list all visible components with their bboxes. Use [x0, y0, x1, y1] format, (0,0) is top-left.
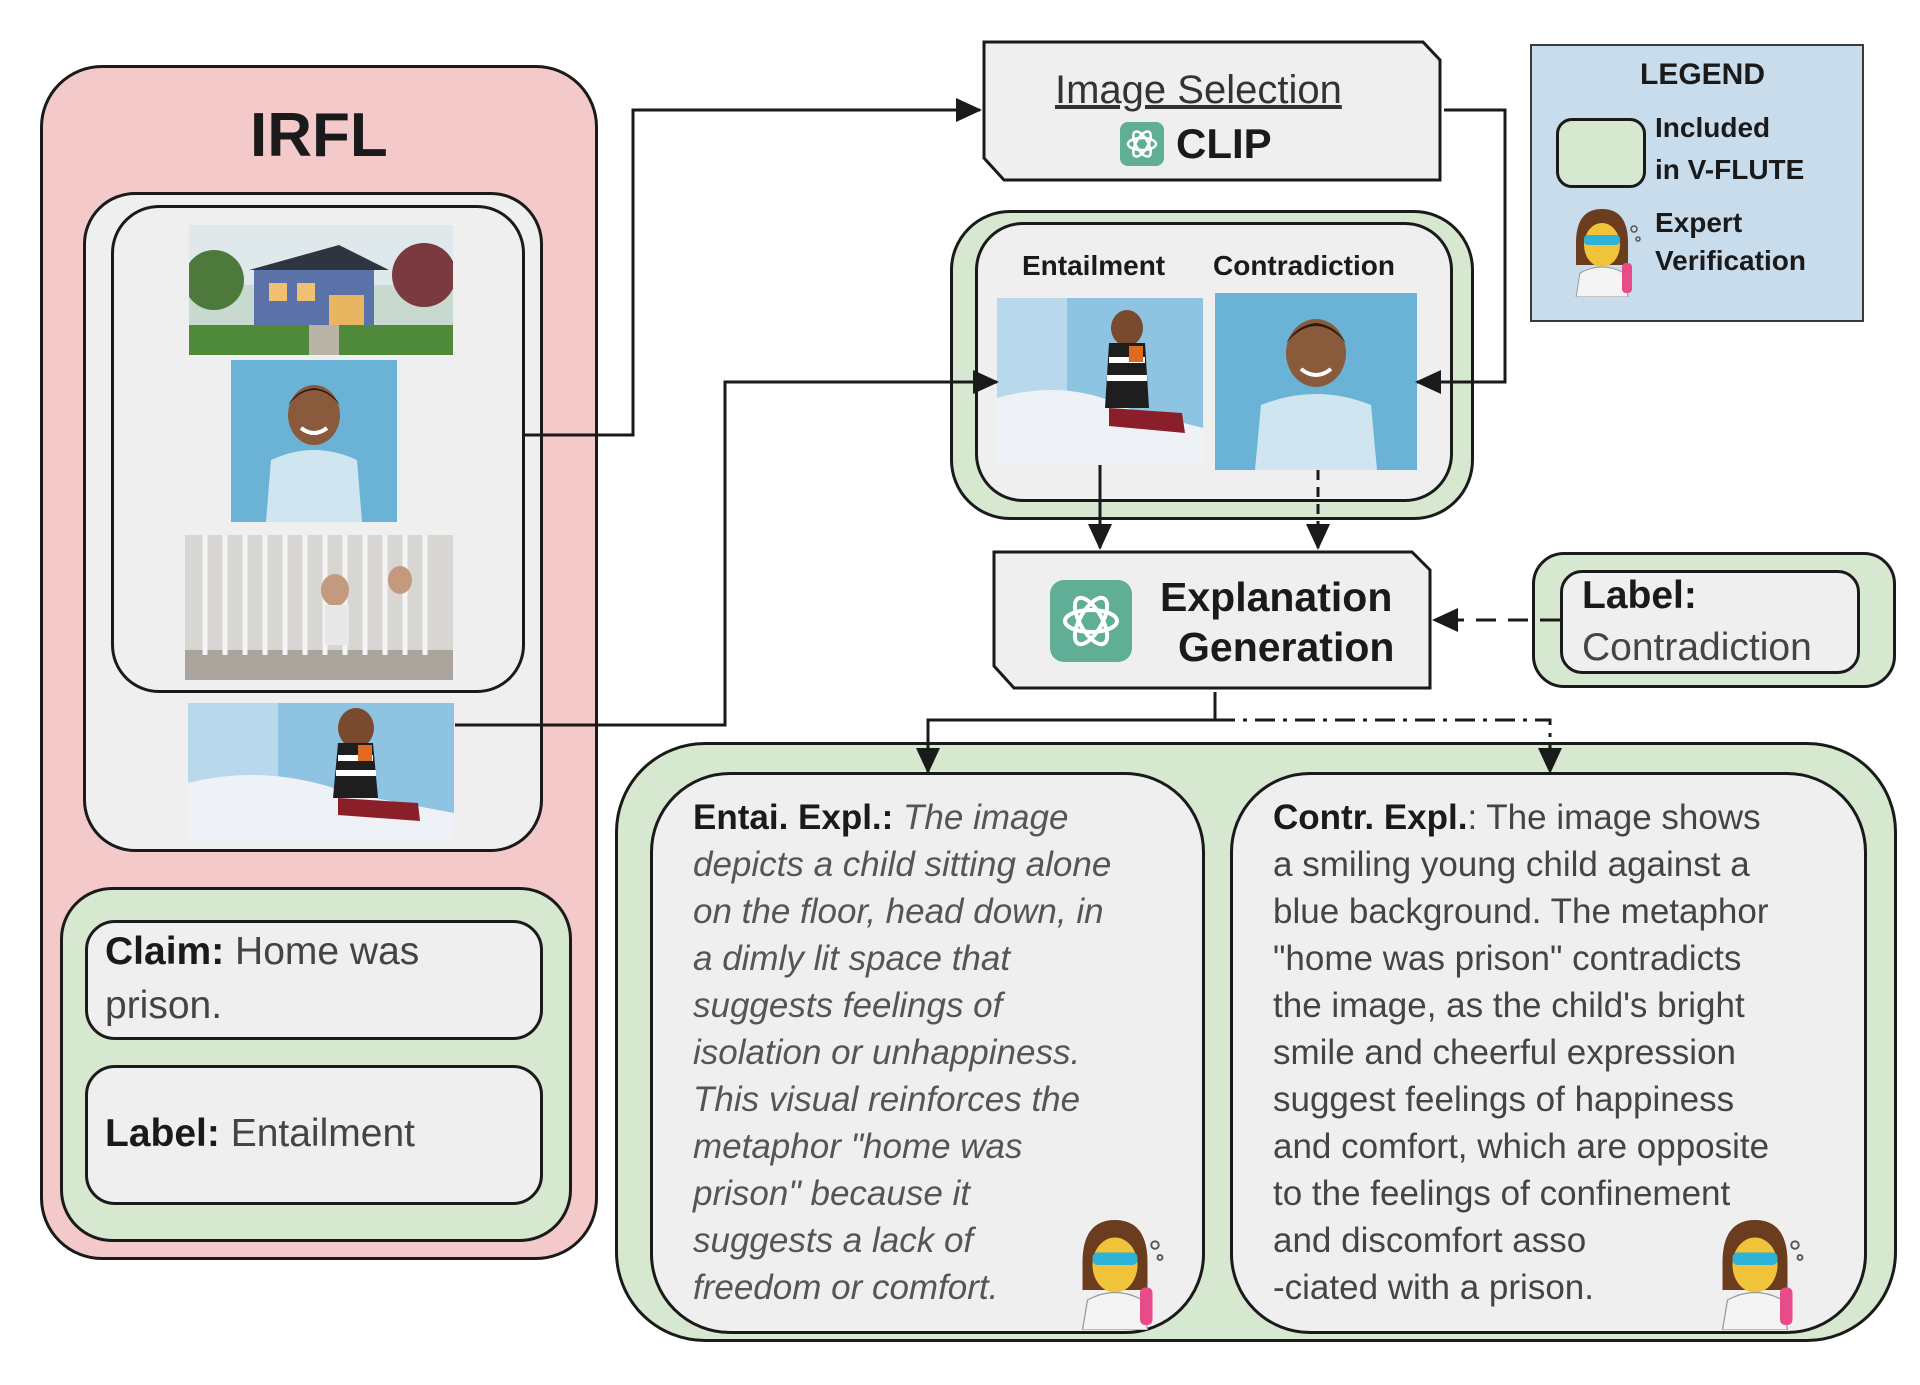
- legend-green-swatch: [1556, 118, 1646, 188]
- scientist-icon: [1575, 209, 1641, 297]
- entailment-explanation-line: metaphor "home was: [693, 1127, 1023, 1166]
- contradiction-label-box: [1560, 570, 1860, 674]
- legend-included-2: in V-FLUTE: [1655, 154, 1805, 185]
- contradiction-explanation-box: [1230, 772, 1867, 1334]
- claim-text-2: prison.: [105, 984, 223, 1027]
- contradiction-explanation-line: and discomfort asso: [1273, 1221, 1587, 1260]
- contradiction-explanation-label: Contr. Expl.: [1273, 798, 1468, 837]
- entailment-explanation-text: Entai. Expl.: The image depicts a child …: [693, 794, 1193, 1311]
- entailment-explanation-line-0: The image: [903, 798, 1069, 837]
- entailment-explanation-line: depicts a child sitting alone: [693, 845, 1112, 884]
- irfl-title: IRFL: [250, 101, 388, 170]
- image-selection-title: Image Selection: [1055, 68, 1342, 112]
- contradiction-explanation-line: the image, as the child's bright: [1273, 986, 1745, 1025]
- entailment-explanation-line: Entai. Expl.: The image: [693, 794, 1193, 841]
- entailment-image: [997, 298, 1203, 463]
- contradiction-image: [1215, 293, 1417, 470]
- entailment-explanation-line: isolation or unhappiness.: [693, 1033, 1081, 1072]
- contradiction-explanation-line: -ciated with a prison.: [1273, 1268, 1594, 1307]
- claim-line-1: Claim: Home was: [105, 930, 419, 974]
- contradiction-heading: Contradiction: [1213, 250, 1395, 281]
- entailment-explanation-line: suggests a lack of: [693, 1221, 974, 1260]
- entailment-explanation-line: prison" because it: [693, 1174, 971, 1213]
- entailment-explanation-label: Entai. Expl.:: [693, 798, 894, 837]
- contradiction-explanation-line: Contr. Expl.: The image shows: [1273, 794, 1853, 841]
- irfl-label-value: Entailment: [230, 1112, 415, 1155]
- contradiction-explanation-line: to the feelings of confinement: [1273, 1174, 1731, 1213]
- contradiction-explanation-line: a smiling young child against a: [1273, 845, 1750, 884]
- contradiction-explanation-colon: :: [1467, 798, 1478, 837]
- legend-expert-1: Expert: [1655, 207, 1743, 238]
- prison-photo: [185, 535, 453, 680]
- clip-label: CLIP: [1176, 120, 1272, 167]
- openai-logo-icon: [1050, 580, 1132, 662]
- irfl-label-label: Label:: [105, 1112, 220, 1155]
- claim-label: Claim:: [105, 930, 225, 973]
- contradiction-explanation-line: suggest feelings of happiness: [1273, 1080, 1735, 1119]
- contradiction-explanation-line: and comfort, which are opposite: [1273, 1127, 1770, 1166]
- child-photo: [231, 360, 397, 522]
- entailment-explanation-line: This visual reinforces the: [693, 1080, 1081, 1119]
- explanation-generation-line-1: Explanation: [1160, 574, 1393, 620]
- arrow-bed-image-to-entailment: [455, 370, 999, 727]
- claim-box: [85, 920, 543, 1040]
- entailment-explanation-line: a dimly lit space that: [693, 939, 1011, 978]
- arrow-generation-to-contr-expl: [1215, 718, 1562, 774]
- legend-included-1: Included: [1655, 112, 1771, 143]
- arrow-generation-to-entail-expl: [916, 692, 1217, 774]
- contradiction-explanation-line-0: The image shows: [1486, 798, 1761, 837]
- contradiction-label-label: Label:: [1582, 574, 1697, 617]
- scientist-icon: [1081, 1220, 1164, 1330]
- contradiction-explanation-line: "home was prison" contradicts: [1273, 939, 1742, 978]
- contradiction-explanation-line: smile and cheerful expression: [1273, 1033, 1737, 1072]
- openai-logo-icon: [1120, 122, 1164, 166]
- contradiction-explanation-text: Contr. Expl.: The image shows a smiling …: [1273, 794, 1853, 1311]
- image-selection-box: [982, 40, 1442, 182]
- entailment-explanation-line: on the floor, head down, in: [693, 892, 1104, 931]
- contradiction-label-value: Contradiction: [1582, 626, 1812, 669]
- child-bed-photo: [188, 703, 454, 840]
- arrow-selection-to-contradiction: [1415, 108, 1507, 394]
- irfl-label-line: Label: Entailment: [105, 1112, 415, 1156]
- explanation-generation-line-2: Generation: [1178, 624, 1395, 670]
- contradiction-explanation-line: blue background. The metaphor: [1273, 892, 1769, 931]
- scientist-icon: [1721, 1220, 1804, 1330]
- house-photo: [189, 225, 453, 355]
- entailment-explanation-line: suggests feelings of: [693, 986, 1003, 1025]
- claim-text-1: Home was: [235, 930, 420, 973]
- irfl-label-box: [85, 1065, 543, 1205]
- legend-expert-2: Verification: [1655, 245, 1806, 276]
- entailment-explanation-line: freedom or comfort.: [693, 1268, 999, 1307]
- entailment-heading: Entailment: [1022, 250, 1166, 281]
- arrow-candidates-to-selection: [525, 98, 982, 437]
- legend-title: LEGEND: [1640, 58, 1766, 91]
